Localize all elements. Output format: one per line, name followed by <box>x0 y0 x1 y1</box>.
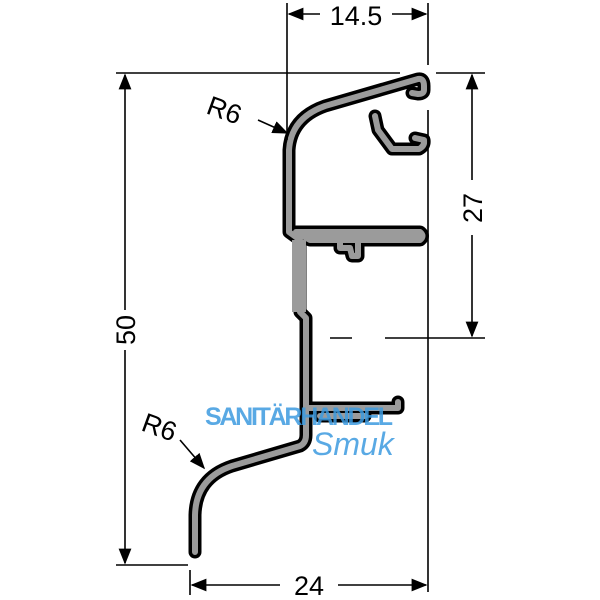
aluminium-profile <box>188 72 431 559</box>
watermark-line2: Smuk <box>312 426 396 462</box>
extension-lines <box>116 3 485 595</box>
watermark-line1: SANITÄRHANDEL <box>205 403 393 431</box>
radius-label-lower: R6 <box>138 407 181 447</box>
dimension-lines <box>118 7 479 592</box>
radius-label-upper: R6 <box>203 90 246 130</box>
dimension-top-width: 14.5 <box>330 1 383 31</box>
dimension-total-height: 50 <box>111 315 141 345</box>
dimension-bottom-width: 24 <box>294 571 324 600</box>
dimension-upper-height: 27 <box>458 193 488 223</box>
